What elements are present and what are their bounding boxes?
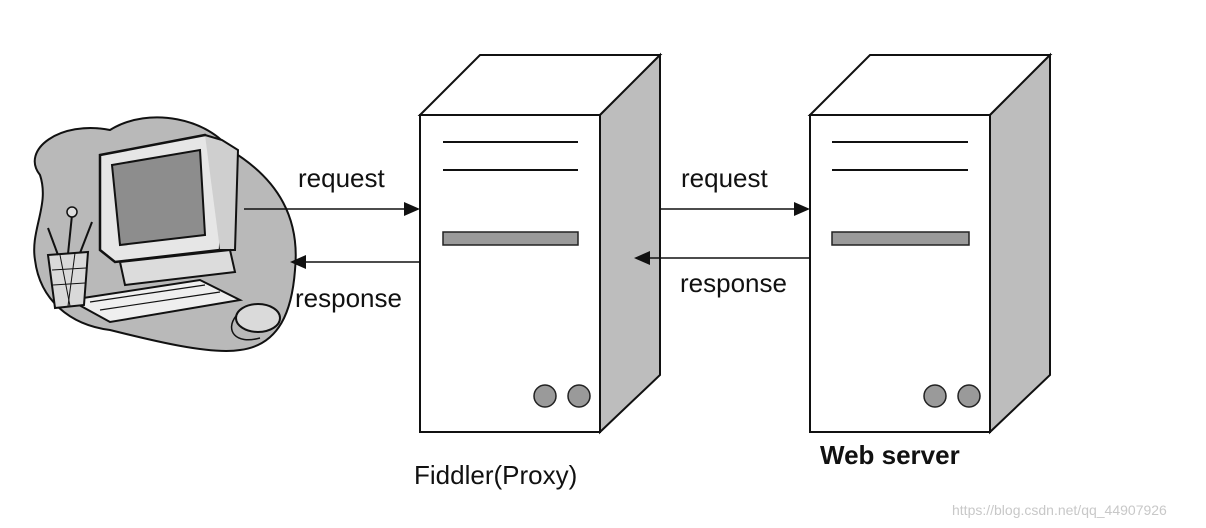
client-request-label: request (298, 163, 385, 193)
server-request-label: request (681, 163, 768, 193)
proxy-server-icon (417, 52, 663, 435)
web-server-label: Web server (820, 440, 960, 470)
client-response-label: response (295, 283, 402, 313)
server-response-label: response (680, 268, 787, 298)
watermark-text: https://blog.csdn.net/qq_44907926 (952, 502, 1167, 518)
web-server-icon (807, 52, 1053, 435)
proxy-label: Fiddler(Proxy) (414, 460, 577, 490)
client-computer-icon (33, 116, 297, 352)
